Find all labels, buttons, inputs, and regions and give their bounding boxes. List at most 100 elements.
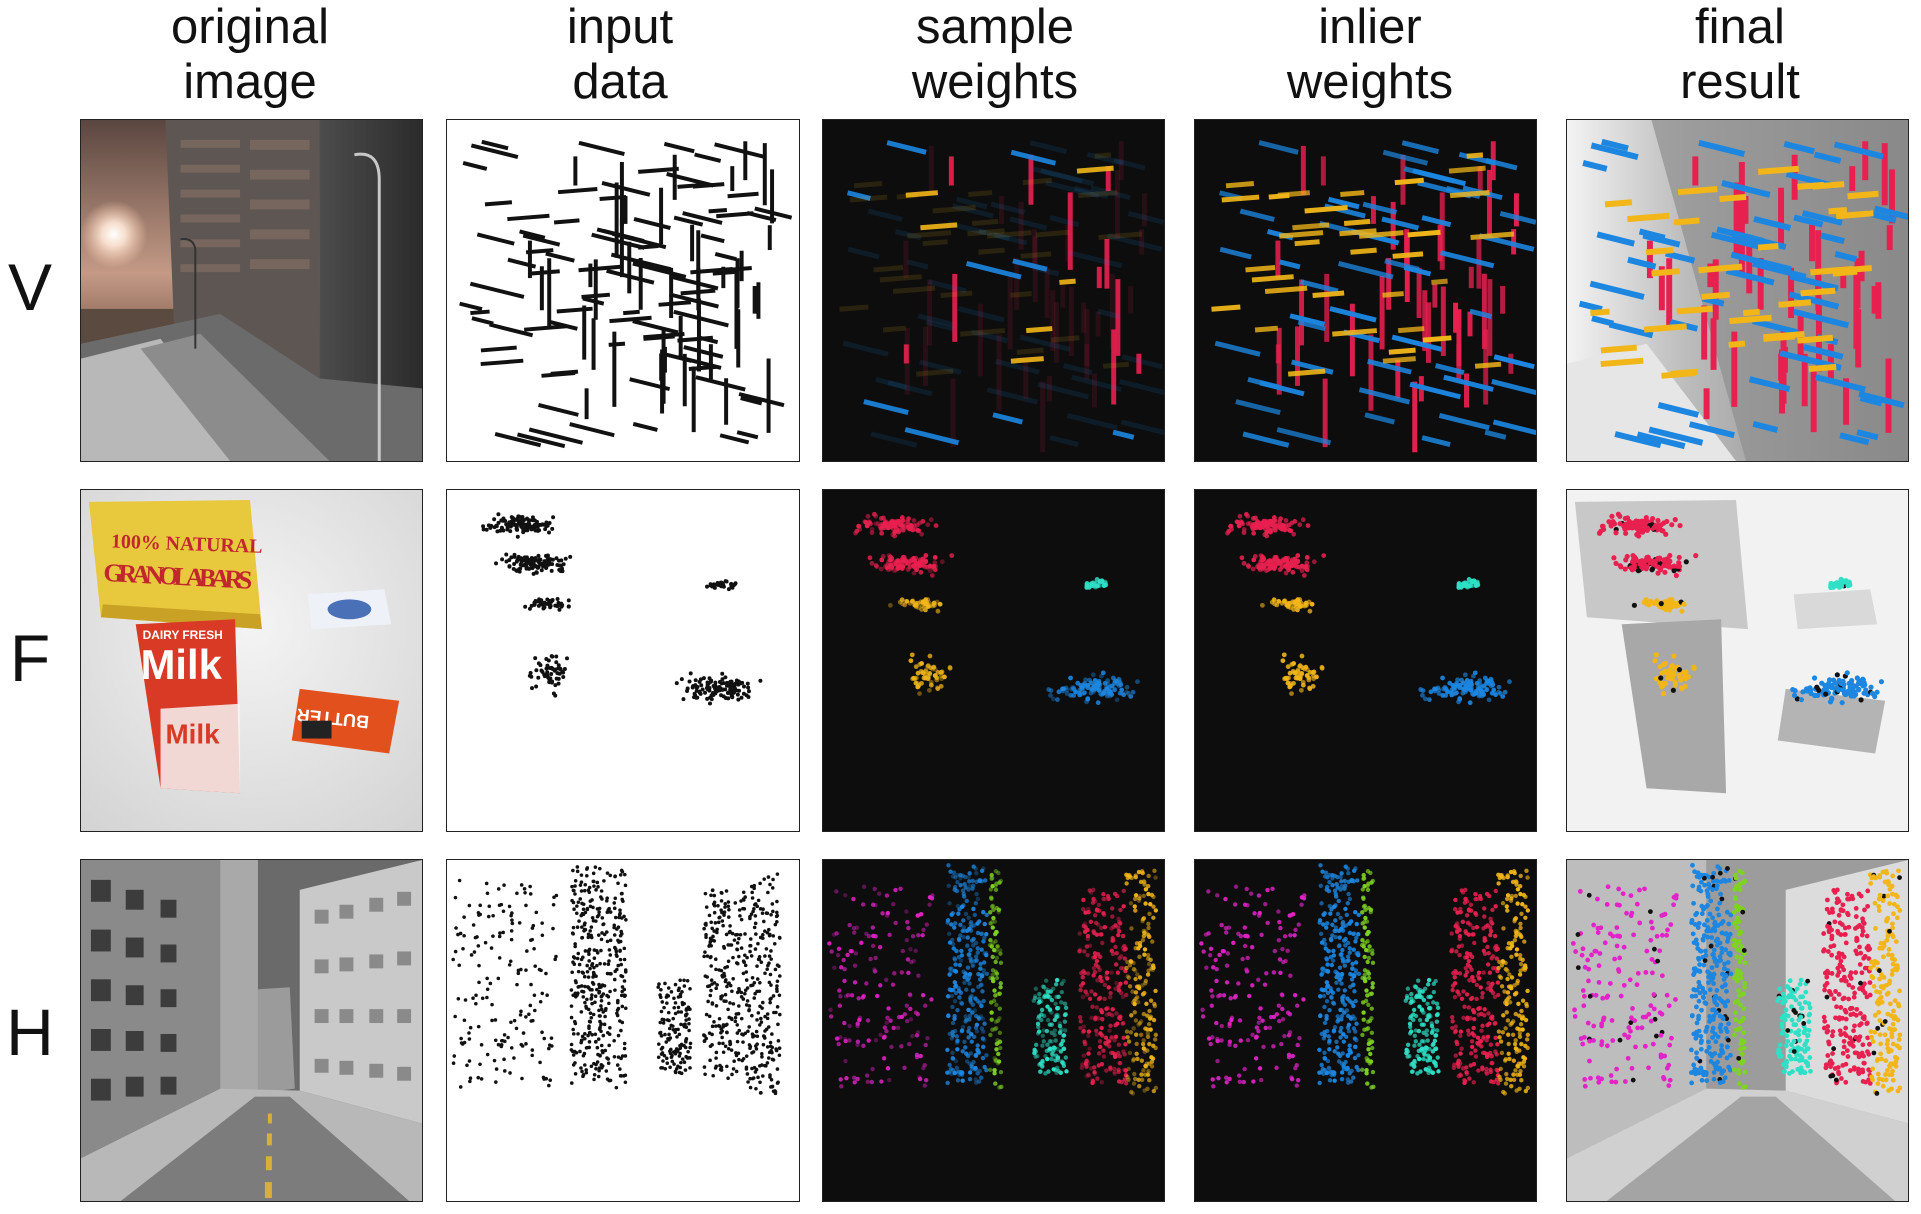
data-point <box>918 569 924 575</box>
data-point <box>682 1060 687 1065</box>
data-point <box>1091 955 1096 960</box>
line-segment <box>1491 379 1536 396</box>
data-point <box>1039 1007 1045 1013</box>
data-point <box>1252 911 1257 916</box>
data-point <box>769 1085 773 1089</box>
data-point <box>1079 691 1085 697</box>
data-point <box>900 948 906 954</box>
line-segment <box>1339 228 1377 237</box>
data-point <box>861 1043 866 1048</box>
data-point <box>952 1016 957 1022</box>
data-point <box>613 896 618 901</box>
line-segment <box>957 306 1005 323</box>
data-point <box>945 994 951 999</box>
data-point <box>582 1051 587 1056</box>
data-point <box>775 1067 780 1071</box>
data-point <box>1297 663 1303 669</box>
data-point <box>741 971 746 976</box>
line-segment <box>907 230 952 239</box>
line-segment <box>1443 374 1494 392</box>
line-segment <box>1793 214 1824 228</box>
data-point <box>708 1044 713 1049</box>
data-point <box>608 938 613 943</box>
data-point <box>995 944 1000 949</box>
data-point <box>916 973 921 978</box>
data-point <box>1287 1012 1293 1017</box>
data-point <box>551 926 555 931</box>
data-point <box>548 676 553 681</box>
data-point <box>765 930 770 935</box>
data-point <box>922 1063 927 1068</box>
data-point <box>1233 1043 1238 1048</box>
data-point <box>930 666 936 672</box>
data-point <box>514 523 519 527</box>
data-point <box>493 1018 498 1022</box>
line-segment <box>481 139 509 151</box>
data-point <box>878 983 883 988</box>
data-point <box>623 1006 628 1011</box>
data-point <box>733 1019 738 1024</box>
data-point <box>771 877 775 882</box>
line-segment <box>915 368 954 377</box>
data-point <box>1644 564 1650 570</box>
column-header-sample-weights: sample weights <box>911 0 1079 109</box>
data-point <box>873 513 879 519</box>
data-point <box>1274 1065 1279 1070</box>
data-point <box>1670 599 1676 605</box>
data-point <box>1056 994 1061 999</box>
data-point <box>623 1054 628 1058</box>
data-point <box>778 974 782 978</box>
data-point <box>1077 692 1083 698</box>
data-point <box>579 873 584 877</box>
data-point <box>726 587 731 592</box>
data-point <box>579 1038 584 1043</box>
data-point <box>949 966 954 971</box>
line-segment <box>1808 363 1837 373</box>
data-point <box>1221 949 1227 954</box>
data-point <box>955 1047 960 1052</box>
data-point <box>963 1045 968 1050</box>
data-point <box>1053 1001 1058 1006</box>
line-segment <box>990 201 1026 215</box>
data-point <box>1289 1075 1294 1080</box>
data-point <box>1142 947 1148 952</box>
data-point <box>562 666 567 671</box>
data-point <box>588 1011 593 1015</box>
line-segment <box>986 230 1032 239</box>
data-point <box>1123 980 1129 985</box>
line-segment <box>1677 186 1718 196</box>
data-point <box>1318 863 1323 868</box>
line-segment <box>842 340 889 357</box>
data-point <box>508 1071 512 1075</box>
data-point <box>580 989 584 994</box>
data-point <box>1151 1088 1157 1094</box>
data-point <box>725 1030 729 1035</box>
data-point <box>1113 1023 1118 1028</box>
data-point <box>533 656 538 661</box>
data-point <box>715 927 719 932</box>
data-point <box>580 1069 584 1074</box>
data-point <box>1128 901 1134 906</box>
data-point <box>594 1039 598 1044</box>
data-point <box>720 687 725 692</box>
line-segment <box>682 211 723 225</box>
data-point <box>887 932 892 938</box>
data-point <box>514 1026 519 1031</box>
data-point <box>595 1045 600 1050</box>
data-point <box>957 962 963 968</box>
data-point <box>768 882 772 887</box>
data-point <box>573 884 577 888</box>
data-point <box>718 1067 723 1072</box>
line-segment <box>738 392 785 408</box>
data-point <box>516 971 521 976</box>
data-point <box>1078 1019 1083 1024</box>
data-point <box>717 1016 722 1021</box>
data-point <box>1110 951 1116 957</box>
data-point <box>1280 946 1285 952</box>
line-segment <box>967 228 1005 237</box>
data-point <box>923 1042 928 1048</box>
data-point <box>469 953 474 957</box>
data-point <box>543 527 548 532</box>
data-point <box>735 692 740 697</box>
data-point <box>1038 1069 1043 1074</box>
